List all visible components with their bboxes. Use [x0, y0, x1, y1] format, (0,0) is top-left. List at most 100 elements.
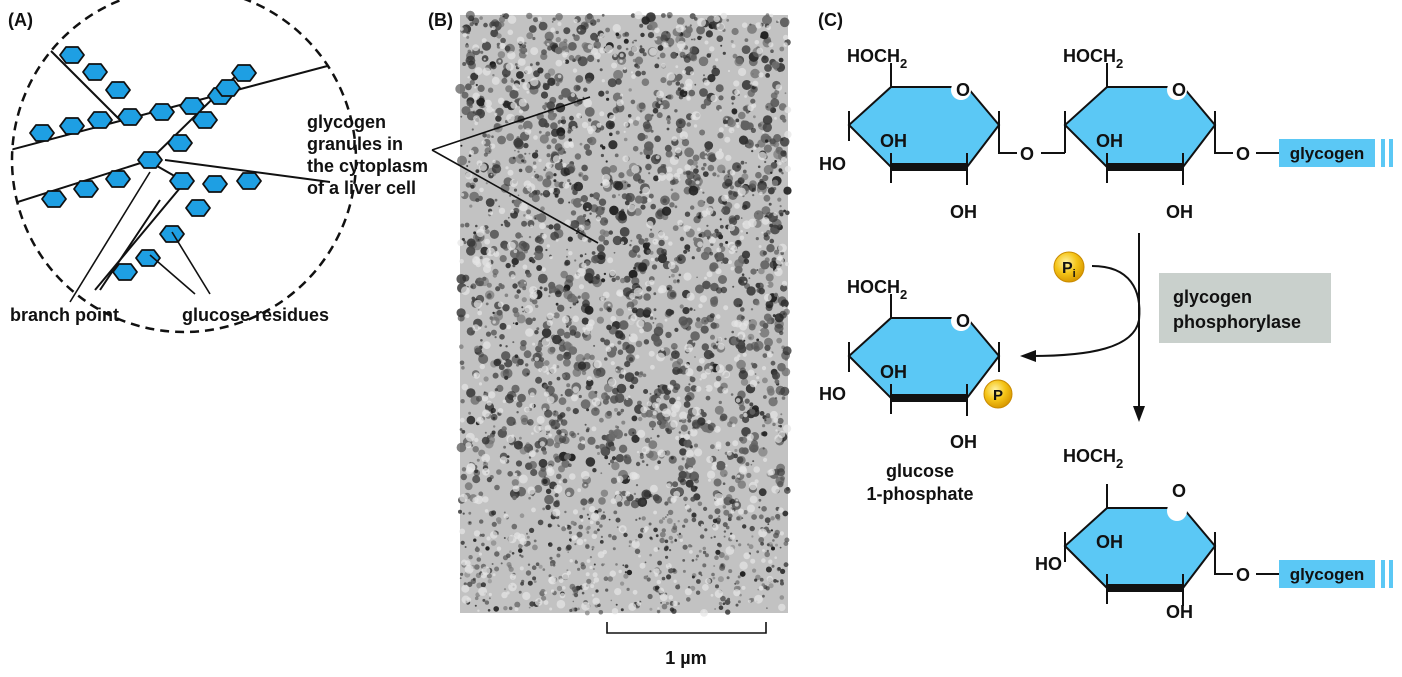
cytoplasm-speck [761, 558, 766, 563]
cytoplasm-speck [650, 257, 655, 262]
glycogen-granule [769, 260, 778, 269]
glycogen-granule [597, 59, 600, 62]
glycogen-granule [679, 254, 685, 259]
glycogen-granule [749, 402, 754, 407]
glycogen-granule [587, 238, 592, 243]
glycogen-granule [633, 266, 637, 270]
cytoplasm-speck [589, 505, 596, 513]
glycogen-granule [718, 601, 723, 606]
cytoplasm-speck [754, 594, 763, 604]
cytoplasm-speck [685, 449, 694, 458]
glycogen-granule [583, 214, 587, 218]
glycogen-granule [689, 376, 696, 383]
cytoplasm-speck [625, 397, 629, 401]
glycogen-granule [520, 555, 524, 558]
glycogen-granule [695, 590, 701, 595]
glycogen-granule [646, 577, 651, 582]
cytoplasm-speck [583, 538, 587, 542]
glycogen-granule [586, 531, 590, 534]
cytoplasm-speck [561, 432, 565, 436]
cytoplasm-speck [587, 44, 593, 50]
glycogen-granule [681, 138, 690, 147]
glycogen-granule [750, 463, 753, 466]
glycogen-granule [747, 24, 757, 34]
cytoplasm-speck [530, 77, 539, 87]
glycogen-granule [482, 133, 487, 138]
glycogen-granule [459, 428, 463, 431]
glycogen-granule [615, 32, 620, 37]
glycogen-granule [483, 376, 489, 382]
glycogen-granule [494, 484, 500, 491]
cytoplasm-speck [618, 569, 622, 574]
glycogen-granule [727, 119, 736, 128]
glycogen-granule [762, 250, 768, 256]
glycogen-granule [640, 499, 646, 505]
glycogen-granule [634, 56, 644, 65]
cytoplasm-speck [716, 247, 722, 253]
glycogen-granule [668, 455, 677, 464]
glycogen-granule [593, 563, 596, 566]
glycogen-granule [557, 546, 562, 552]
cytoplasm-speck [522, 82, 531, 91]
cytoplasm-speck [583, 98, 592, 108]
cytoplasm-speck [784, 106, 792, 114]
cytoplasm-speck [538, 425, 544, 431]
glycogen-granule [653, 175, 659, 182]
glycogen-granule [544, 122, 550, 128]
cytoplasm-speck [727, 241, 736, 250]
glycogen-granule [456, 308, 466, 318]
glycogen-granule [524, 41, 527, 45]
glycogen-granule [572, 600, 575, 603]
glycogen-granule [574, 259, 577, 262]
glycogen-granule [606, 97, 610, 101]
cytoplasm-speck [510, 209, 515, 214]
glycogen-granule [724, 337, 727, 341]
glycogen-granule [542, 507, 546, 511]
glycogen-granule [487, 609, 491, 612]
glycogen-granule [518, 590, 522, 594]
glycogen-granule [666, 80, 673, 86]
glycogen-granule [678, 470, 687, 479]
glycogen-granule [723, 530, 727, 533]
glycogen-granule [637, 178, 644, 184]
glycogen-granule [551, 128, 560, 137]
glycogen-granule [598, 198, 607, 206]
glycogen-granule [532, 544, 538, 551]
cytoplasm-speck [661, 348, 665, 352]
glycogen-granule [671, 569, 674, 572]
glycogen-granule [650, 154, 661, 165]
glycogen-granule [473, 177, 478, 183]
glycogen-granule [526, 32, 534, 40]
glycogen-granule [596, 273, 600, 278]
glycogen-granule [720, 595, 726, 602]
cytoplasm-speck [522, 591, 531, 601]
glycogen-granule [525, 442, 531, 447]
glycogen-granule [694, 356, 696, 358]
glycogen-granule [610, 127, 613, 129]
glycogen-granule [587, 54, 595, 63]
glycogen-granule [535, 214, 542, 220]
glycogen-granule [511, 552, 515, 555]
cytoplasm-speck [465, 172, 473, 180]
cytoplasm-speck [478, 552, 482, 556]
cytoplasm-speck [611, 608, 619, 615]
cytoplasm-speck [654, 37, 658, 41]
glycogen-granule [759, 327, 770, 338]
glycogen-granule [762, 322, 769, 329]
glycogen-granule [616, 501, 623, 507]
glycogen-granule [466, 246, 476, 256]
glycogen-granule [725, 525, 730, 530]
glycogen-granule [639, 452, 644, 457]
glycogen-granule [743, 258, 750, 265]
glycogen-granule [725, 364, 733, 372]
glycogen-granule [719, 218, 722, 221]
glycogen-granule [659, 52, 666, 59]
glycogen-granule [669, 607, 675, 612]
glycogen-granule [543, 190, 548, 194]
cytoplasm-speck [484, 99, 492, 108]
glycogen-granule [607, 576, 613, 582]
cytoplasm-speck [671, 411, 677, 418]
glycogen-granule [765, 413, 771, 419]
glycogen-granule [625, 47, 629, 51]
glycogen-granule [760, 260, 770, 270]
